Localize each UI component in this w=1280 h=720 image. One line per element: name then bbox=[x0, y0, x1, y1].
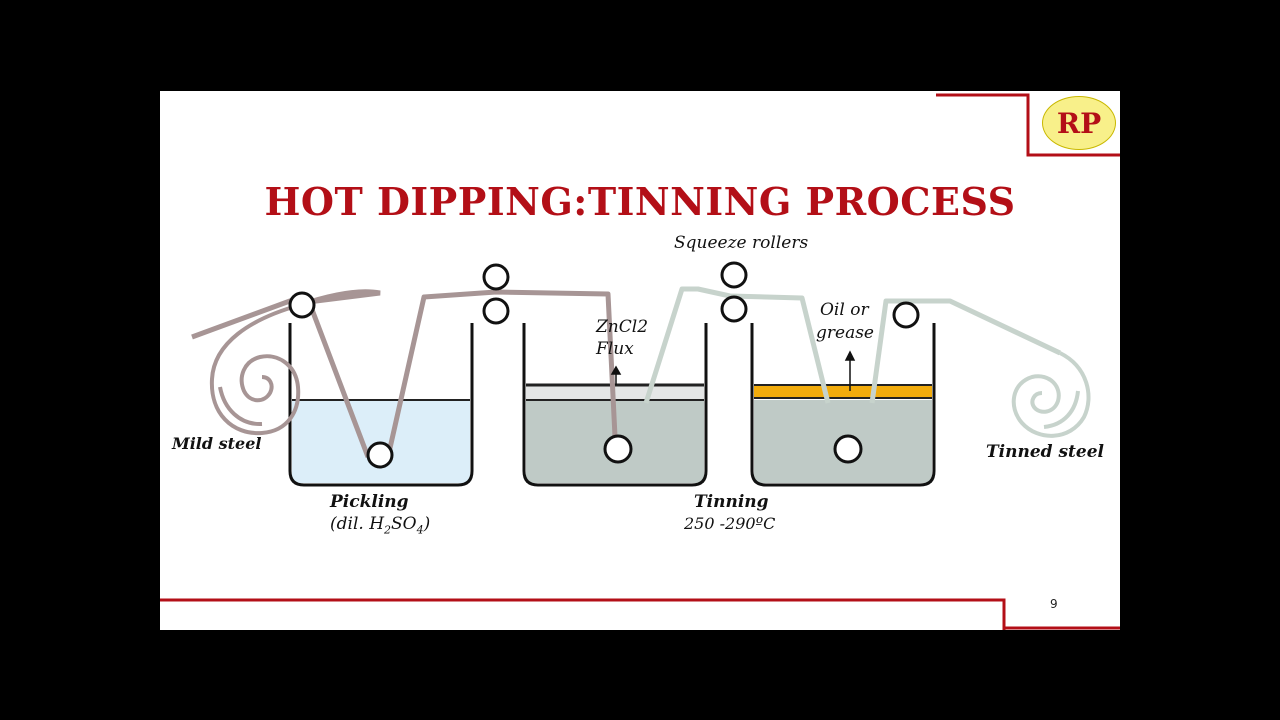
tinning-tank-1 bbox=[522, 323, 708, 487]
tinning-label: Tinning bbox=[694, 492, 769, 512]
squeeze-roller-top bbox=[720, 261, 748, 289]
tinned-steel-label: Tinned steel bbox=[986, 442, 1104, 462]
roller-transfer-bottom bbox=[482, 297, 510, 325]
top-right-frame-line bbox=[936, 93, 1120, 157]
squeeze-rollers-label: Squeeze rollers bbox=[674, 233, 809, 253]
oil-grease-layer bbox=[754, 385, 932, 397]
slide: RP HOT DIPPING:TINNING PROCESS Squeeze r… bbox=[160, 91, 1120, 630]
roller-pickling-entry bbox=[288, 291, 316, 319]
pickling-acid-label: (dil. H2SO4) bbox=[330, 514, 431, 537]
tinning-tank-2 bbox=[750, 323, 936, 487]
mild-steel-coil bbox=[209, 303, 301, 436]
pickling-label: Pickling bbox=[330, 492, 409, 512]
roller-tank2-bottom bbox=[833, 434, 863, 464]
flux-arrow bbox=[610, 365, 622, 385]
roller-transfer-top bbox=[482, 263, 510, 291]
pickling-liquid bbox=[292, 400, 470, 483]
flux-label-line1: ZnCl2 bbox=[596, 317, 649, 337]
steel-strip-tinned bbox=[643, 286, 1062, 404]
pickling-tank bbox=[288, 323, 474, 487]
tinned-steel-coil bbox=[1011, 351, 1091, 438]
slide-title: HOT DIPPING:TINNING PROCESS bbox=[264, 179, 1016, 224]
roller-exit bbox=[892, 301, 920, 329]
squeeze-roller-bottom bbox=[720, 295, 748, 323]
bottom-frame-line bbox=[160, 598, 1006, 630]
roller-tinning-bottom bbox=[603, 434, 633, 464]
rp-logo: RP bbox=[1042, 96, 1116, 150]
oil-label-line1: Oil or bbox=[820, 300, 869, 320]
tinning-diagram bbox=[160, 93, 1120, 630]
tinning-temperature: 250 -290ºC bbox=[684, 514, 776, 533]
oil-arrow bbox=[844, 350, 856, 391]
flux-label-line2: Flux bbox=[596, 339, 634, 359]
mild-steel-label: Mild steel bbox=[172, 434, 262, 453]
page-number: 9 bbox=[1050, 597, 1058, 611]
oil-label-line2: grease bbox=[816, 323, 874, 343]
roller-pickling-bottom bbox=[366, 441, 394, 469]
